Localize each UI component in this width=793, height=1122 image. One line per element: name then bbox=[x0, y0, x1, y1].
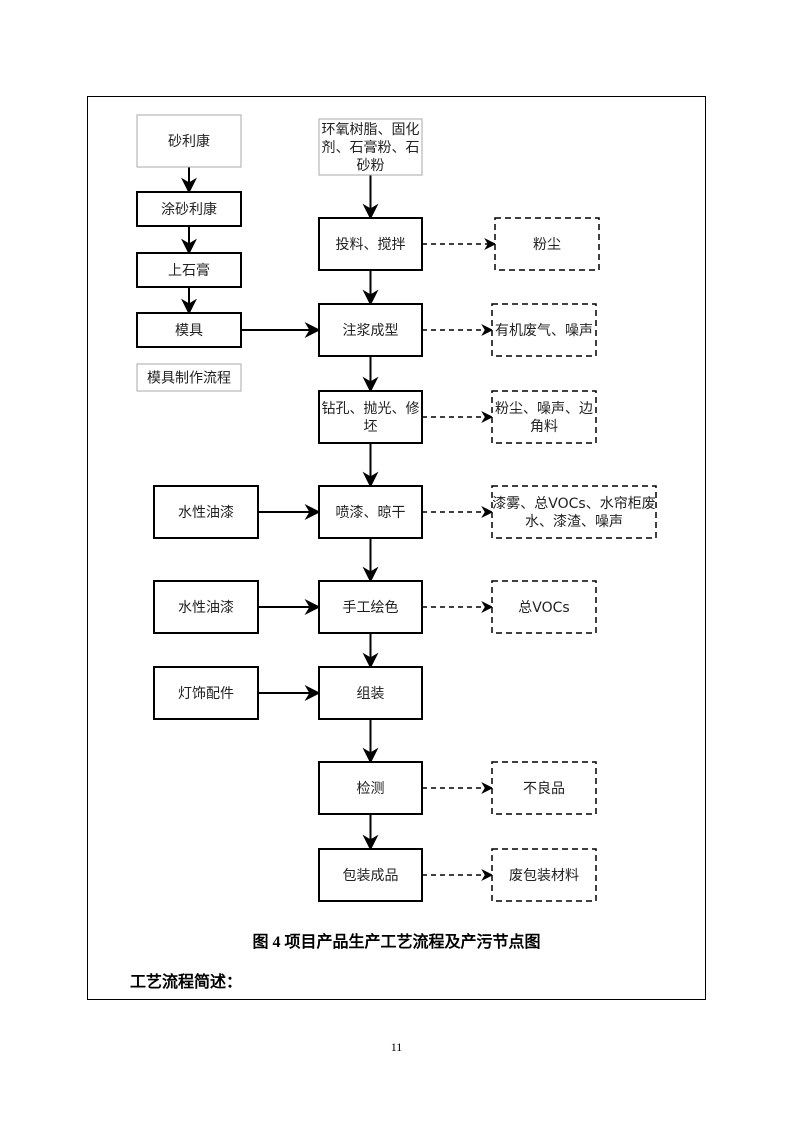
node-box bbox=[318, 848, 423, 902]
node-box bbox=[136, 363, 242, 392]
node-label: 不良品 bbox=[523, 781, 565, 797]
node-label: 有机废气、噪声 bbox=[495, 323, 593, 339]
node-box bbox=[491, 848, 597, 902]
node-box bbox=[318, 580, 423, 634]
node-zhujiang: 注浆成型 bbox=[318, 303, 423, 357]
node-box bbox=[491, 390, 597, 444]
node-box bbox=[491, 303, 597, 357]
node-shuixing1: 水性油漆 bbox=[153, 485, 259, 539]
node-box bbox=[136, 312, 242, 348]
node-label: 粉尘 bbox=[533, 237, 561, 253]
node-baozhuang: 包装成品 bbox=[318, 848, 423, 902]
node-box bbox=[491, 761, 597, 815]
node-moju-label: 模具制作流程 bbox=[136, 363, 242, 392]
node-label: 坯 bbox=[364, 419, 378, 435]
node-label: 包装成品 bbox=[343, 868, 399, 884]
node-p-fenchen2: 粉尘、噪声、边角料 bbox=[491, 390, 597, 444]
node-raw: 环氧树脂、固化剂、石膏粉、石砂粉 bbox=[318, 118, 423, 176]
node-label: 上石膏 bbox=[168, 262, 210, 279]
node-shalikang: 砂利康 bbox=[136, 114, 242, 168]
node-label: 模具制作流程 bbox=[147, 371, 231, 387]
node-label: 灯饰配件 bbox=[178, 686, 234, 702]
node-box bbox=[318, 761, 423, 815]
node-touliao: 投料、搅拌 bbox=[318, 217, 423, 271]
node-moju: 模具 bbox=[136, 312, 242, 348]
node-label: 粉尘、噪声、边 bbox=[495, 401, 593, 417]
node-label: 投料、搅拌 bbox=[336, 237, 406, 253]
node-label: 涂砂利康 bbox=[161, 201, 217, 218]
node-box bbox=[136, 114, 242, 168]
node-label: 环氧树脂、固化 bbox=[322, 122, 420, 138]
node-shang-shigao: 上石膏 bbox=[136, 252, 242, 288]
node-jiance: 检测 bbox=[318, 761, 423, 815]
node-label: 剂、石膏粉、石 bbox=[322, 139, 420, 156]
node-box bbox=[318, 303, 423, 357]
node-label: 组装 bbox=[357, 686, 385, 702]
section-subheading: 工艺流程简述： bbox=[130, 974, 243, 991]
node-box bbox=[136, 191, 242, 227]
node-box bbox=[136, 252, 242, 288]
node-penqi: 喷漆、晾干 bbox=[318, 485, 423, 539]
node-box bbox=[153, 485, 259, 539]
node-p-youji: 有机废气、噪声 bbox=[491, 303, 597, 357]
node-label: 漆雾、总VOCs、水帘柜废 bbox=[492, 496, 655, 512]
node-label: 检测 bbox=[357, 781, 385, 797]
node-dengshi: 灯饰配件 bbox=[153, 666, 259, 720]
node-shuixing2: 水性油漆 bbox=[153, 580, 259, 634]
node-label: 水性油漆 bbox=[178, 600, 234, 616]
node-box bbox=[491, 580, 597, 634]
node-box bbox=[153, 580, 259, 634]
node-label: 水、漆渣、噪声 bbox=[525, 514, 623, 530]
node-box bbox=[318, 118, 423, 176]
node-box bbox=[318, 390, 423, 444]
figure-frame bbox=[87, 96, 706, 1000]
node-p-buliang: 不良品 bbox=[491, 761, 597, 815]
node-box bbox=[318, 485, 423, 539]
node-p-fenchen: 粉尘 bbox=[494, 217, 600, 271]
node-zuankong: 钻孔、抛光、修坯 bbox=[318, 390, 423, 444]
node-box bbox=[494, 217, 600, 271]
node-box bbox=[318, 217, 423, 271]
node-label: 喷漆、晾干 bbox=[336, 505, 406, 521]
node-zuzhuang: 组装 bbox=[318, 666, 423, 720]
node-label: 钻孔、抛光、修 bbox=[322, 401, 420, 417]
page-number: 11 bbox=[390, 1040, 403, 1054]
node-label: 角料 bbox=[530, 419, 558, 435]
figure-caption: 图 4 项目产品生产工艺流程及产污节点图 bbox=[252, 934, 541, 951]
node-tu-shalikang: 涂砂利康 bbox=[136, 191, 242, 227]
node-label: 砂粉 bbox=[357, 158, 385, 174]
node-box bbox=[153, 666, 259, 720]
node-label: 手工绘色 bbox=[343, 599, 399, 616]
node-p-vocs: 总VOCs bbox=[491, 580, 597, 634]
node-shougong: 手工绘色 bbox=[318, 580, 423, 634]
node-label: 总VOCs bbox=[518, 600, 569, 616]
node-label: 模具 bbox=[175, 323, 203, 339]
node-label: 砂利康 bbox=[168, 133, 210, 150]
node-label: 水性油漆 bbox=[178, 505, 234, 521]
node-box bbox=[318, 666, 423, 720]
node-p-feibao: 废包装材料 bbox=[491, 848, 597, 902]
node-label: 废包装材料 bbox=[509, 868, 579, 884]
node-label: 注浆成型 bbox=[343, 323, 399, 339]
node-box bbox=[491, 485, 657, 539]
